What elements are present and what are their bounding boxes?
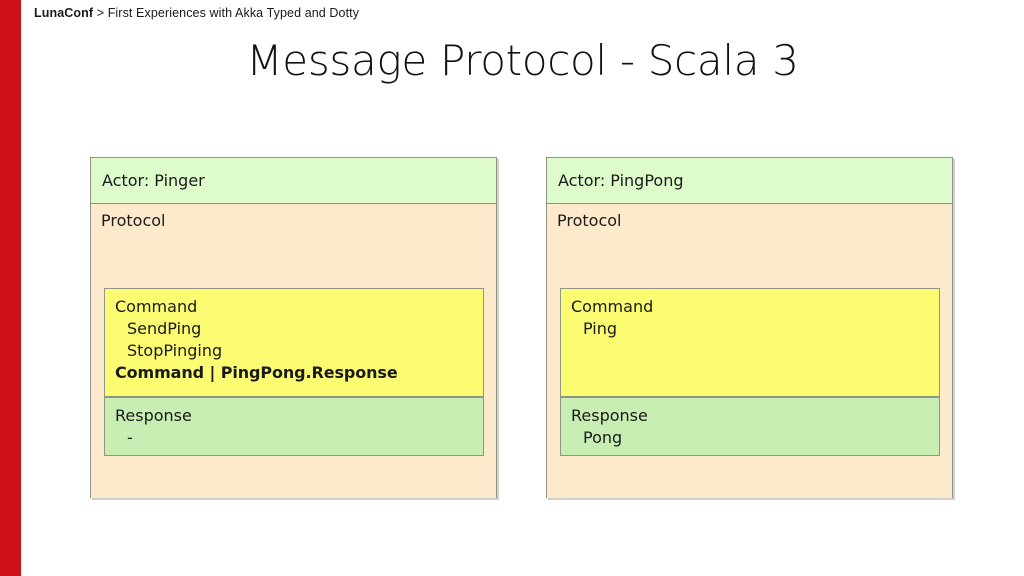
breadcrumb: LunaConf > First Experiences with Akka T… [34,6,359,20]
protocol-label-pingpong: Protocol [557,211,622,230]
breadcrumb-talk: First Experiences with Akka Typed and Do… [107,6,360,20]
slide-accent-bar [0,0,21,576]
command-title-pingpong: Command [571,297,654,316]
command-box-pinger: Command SendPing StopPinging Command | P… [104,288,484,397]
command-item-sendping: SendPing [127,319,202,338]
response-item-pong: Pong [583,428,623,447]
command-item-stoppinging: StopPinging [127,341,223,360]
command-emphasis-pinger: Command | PingPong.Response [115,363,398,382]
response-title-pinger: Response [115,406,192,425]
command-item-ping: Ping [583,319,618,338]
actor-card-pingpong: Actor: PingPong Protocol Command Ping Re… [546,157,953,498]
page-title: Message Protocol - Scala 3 [246,36,799,85]
command-title-pinger: Command [115,297,198,316]
response-title-pingpong: Response [571,406,648,425]
protocol-section-pingpong: Protocol Command Ping Response Pong [547,204,952,498]
actor-card-pinger: Actor: Pinger Protocol Command SendPing … [90,157,497,498]
response-item-pinger: - [127,428,133,447]
breadcrumb-separator-glyph: > [96,6,105,20]
command-box-pingpong: Command Ping [560,288,940,397]
protocol-label-pinger: Protocol [101,211,166,230]
actor-header-pinger: Actor: Pinger [91,158,496,204]
response-box-pinger: Response - [104,397,484,456]
response-box-pingpong: Response Pong [560,397,940,456]
actor-header-pingpong: Actor: PingPong [547,158,952,204]
breadcrumb-conference: LunaConf [34,6,94,20]
protocol-section-pinger: Protocol Command SendPing StopPinging Co… [91,204,496,498]
